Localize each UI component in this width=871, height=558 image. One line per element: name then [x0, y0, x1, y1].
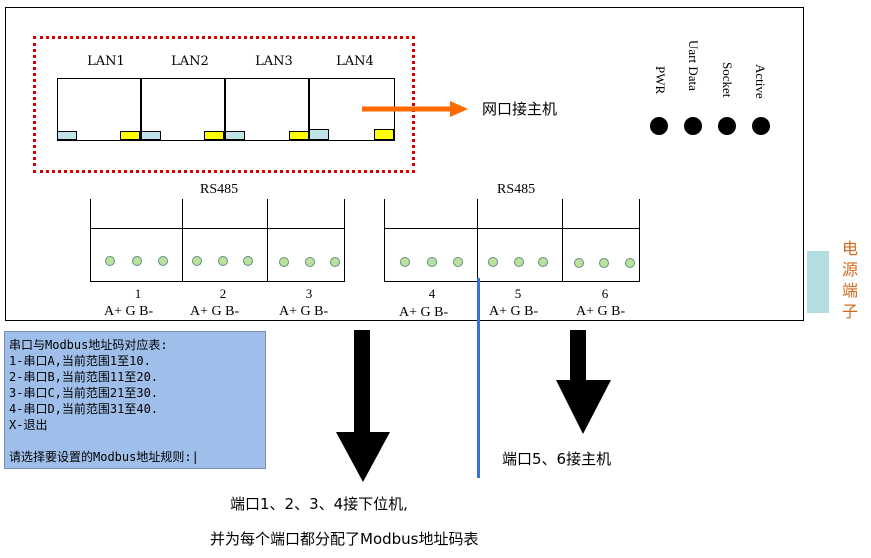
terminal-pin — [400, 257, 410, 267]
down-arrow-icon — [336, 330, 390, 482]
terminal-port-1 — [90, 228, 183, 282]
caption-slave-ports: 端口1、2、3、4接下位机, — [230, 495, 408, 513]
terminal-pin — [625, 258, 635, 268]
port-number-3: 3 — [305, 286, 313, 301]
pwr-label: PWR — [653, 66, 668, 95]
device-panel — [5, 7, 804, 321]
terminal-port-4 — [384, 228, 478, 282]
uart-data-indicator-dot — [684, 117, 702, 135]
port-number-5: 5 — [514, 286, 522, 301]
lan1-act-led — [120, 131, 140, 140]
lan2-act-led — [204, 131, 224, 140]
active-indicator-dot — [752, 117, 770, 135]
rs485-group-left-label: RS485 — [200, 182, 239, 197]
lan4-label: LAN4 — [336, 54, 374, 69]
socket-indicator-dot — [718, 117, 736, 135]
port-pins-6: A+ G B- — [576, 304, 626, 319]
lan4-link-led — [309, 129, 329, 140]
power-terminal-label: 电 源 端 子 — [841, 239, 858, 321]
lan2-link-led — [141, 131, 161, 140]
terminal-pin — [453, 257, 463, 267]
terminal-pin — [243, 256, 253, 266]
console-line: 2-串口B,当前范围11至20. — [9, 370, 159, 384]
terminal-port-5 — [477, 228, 563, 282]
terminal-pin — [538, 257, 548, 267]
port-pins-3: A+ G B- — [279, 304, 329, 319]
uart-data-label: Uart Data — [686, 40, 701, 91]
lan-highlight-frame — [33, 36, 415, 173]
terminal-pin — [330, 257, 340, 267]
power-terminal — [807, 251, 829, 313]
console-line — [9, 433, 261, 449]
lan4-act-led — [374, 129, 394, 140]
rs485-group-right-label: RS485 — [497, 182, 536, 197]
terminal-pin — [599, 258, 609, 268]
port-pins-4: A+ G B- — [399, 305, 449, 320]
lan1-link-led — [57, 131, 77, 140]
terminal-pin — [192, 256, 202, 266]
port-pins-5: A+ G B- — [489, 304, 539, 319]
down-arrow-icon — [556, 330, 611, 434]
terminal-left-top — [90, 199, 345, 229]
terminal-pin — [488, 257, 498, 267]
lan-annotation: 网口接主机 — [482, 100, 558, 118]
lan2-port — [141, 78, 225, 141]
terminal-port-3 — [267, 228, 345, 282]
terminal-pin — [427, 257, 437, 267]
port-pins-2: A+ G B- — [190, 304, 240, 319]
console-window: 串口与Modbus地址码对应表: 1-串口A,当前范围1至10. 2-串口B,当… — [4, 331, 266, 469]
console-line: 1-串口A,当前范围1至10. — [9, 354, 151, 368]
terminal-left-divider — [182, 199, 183, 229]
terminal-port-6 — [562, 228, 640, 282]
terminal-left-divider — [267, 199, 268, 229]
lan1-port — [57, 78, 141, 141]
console-line: 3-串口C,当前范围21至30. — [9, 386, 159, 400]
console-line: X-退出 — [9, 418, 48, 432]
terminal-pin — [105, 256, 115, 266]
port-number-1: 1 — [134, 286, 142, 301]
terminal-right-top — [384, 199, 640, 229]
port-number-4: 4 — [428, 286, 436, 301]
caption-host-ports: 端口5、6接主机 — [502, 450, 612, 468]
lan3-port — [225, 78, 309, 141]
socket-label: Socket — [720, 62, 735, 98]
active-label: Active — [753, 64, 768, 99]
lan1-label: LAN1 — [87, 54, 125, 69]
terminal-pin — [514, 257, 524, 267]
lan3-link-led — [225, 131, 245, 140]
terminal-right-divider — [562, 199, 563, 229]
terminal-port-2 — [182, 228, 268, 282]
terminal-pin — [132, 256, 142, 266]
port-pins-1: A+ G B- — [104, 304, 154, 319]
terminal-pin — [279, 257, 289, 267]
lan-arrow-icon — [362, 101, 468, 117]
lan2-label: LAN2 — [171, 54, 209, 69]
lan3-label: LAN3 — [255, 54, 293, 69]
console-line: 4-串口D,当前范围31至40. — [9, 402, 159, 416]
terminal-pin — [574, 258, 584, 268]
terminal-pin — [305, 257, 315, 267]
port-number-6: 6 — [601, 286, 609, 301]
terminal-right-divider — [477, 199, 478, 229]
caption-modbus-table: 并为每个端口都分配了Modbus地址码表 — [210, 530, 479, 548]
port-number-2: 2 — [219, 286, 227, 301]
console-prompt[interactable]: 请选择要设置的Modbus地址规则:| — [9, 450, 199, 464]
group-divider-line — [477, 278, 480, 478]
pwr-indicator-dot — [650, 117, 668, 135]
lan3-act-led — [289, 131, 309, 140]
console-line: 串口与Modbus地址码对应表: — [9, 338, 168, 352]
terminal-pin — [218, 256, 228, 266]
terminal-pin — [158, 256, 168, 266]
